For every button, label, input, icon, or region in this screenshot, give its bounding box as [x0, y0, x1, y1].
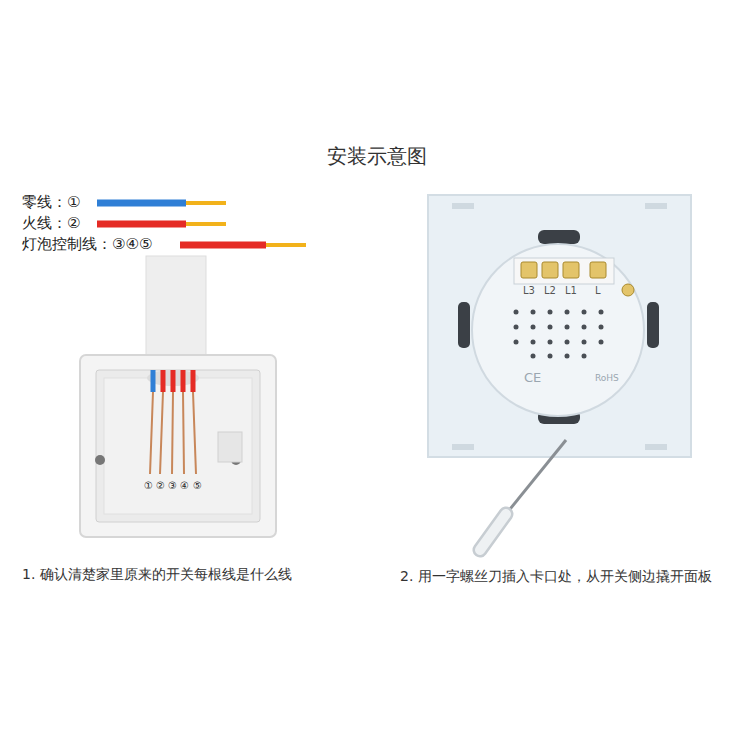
legend-text: 火线：②	[22, 214, 80, 233]
terminal-name: L3	[523, 285, 535, 298]
screwdriver	[480, 440, 566, 550]
legend-text: 零线：①	[22, 193, 80, 212]
callout-number: ④	[180, 480, 189, 493]
wall-box	[80, 256, 276, 537]
terminal-name: L2	[544, 285, 556, 298]
certification-mark: CE	[524, 370, 541, 386]
callout-number: ⑤	[193, 480, 202, 493]
legend-text: 灯泡控制线：③④⑤	[22, 235, 152, 254]
callout-number: ①	[144, 480, 153, 493]
step-caption: 1. 确认清楚家里原来的开关每根线是什么线	[22, 566, 292, 584]
callout-number: ②	[156, 480, 165, 493]
terminal-name: L1	[565, 285, 577, 298]
switch-panel	[428, 195, 691, 457]
diagram-title: 安装示意图	[327, 144, 427, 169]
step-caption: 2. 用一字螺丝刀插入卡口处，从开关侧边撬开面板	[400, 566, 747, 586]
callout-number: ③	[168, 480, 177, 493]
terminal-name: L	[595, 285, 601, 298]
certification-mark: RoHS	[595, 373, 619, 384]
